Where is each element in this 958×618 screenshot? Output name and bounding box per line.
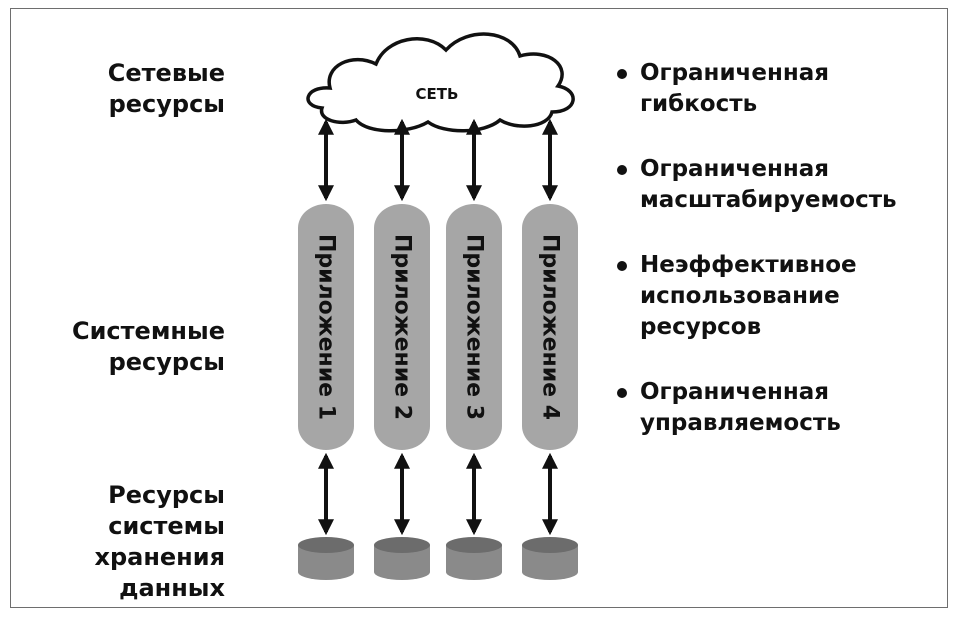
bullet-line: Ограниченная: [640, 60, 830, 86]
storage-resources-label-line: Ресурсы: [108, 481, 225, 509]
application-column: Приложение 2: [374, 118, 430, 580]
bullet-item: Ограниченная управляемость: [614, 377, 944, 439]
network-cloud: СЕТЬ: [306, 32, 575, 133]
storage-disk-icon: [298, 537, 354, 580]
system-resources-label: Системные ресурсы: [72, 316, 225, 378]
application-label: Приложение 1: [314, 234, 339, 420]
application-column: Приложение 3: [446, 118, 502, 580]
bullet-line: управляемость: [640, 410, 841, 436]
bullet-dot-icon: [617, 261, 627, 271]
application-box: [522, 204, 578, 450]
storage-resources-label-line: хранения: [94, 543, 225, 571]
bullet-item: Ограниченная масштабируемость: [614, 154, 944, 216]
storage-resources-label-line: данных: [119, 574, 225, 602]
network-resources-label-line: Сетевые: [107, 59, 225, 87]
bullet-dot-icon: [617, 165, 627, 175]
cloud-label: СЕТЬ: [416, 85, 459, 103]
bullet-line: Неэффективное: [640, 252, 857, 278]
application-label: Приложение 2: [390, 234, 415, 420]
application-box: [298, 204, 354, 450]
diagram-frame: [10, 8, 948, 608]
bullet-line: Ограниченная: [640, 156, 830, 182]
storage-disk-icon: [374, 537, 430, 580]
limitations-list: Ограниченная гибкость Ограниченная масшт…: [614, 58, 944, 473]
bullet-line: использование: [640, 283, 840, 309]
bullet-line: Ограниченная: [640, 379, 830, 405]
bullet-line: ресурсов: [640, 314, 762, 340]
storage-disk-icon: [522, 537, 578, 580]
system-resources-label-line: Системные: [71, 317, 225, 345]
application-column: Приложение 4: [522, 118, 578, 580]
application-box: [446, 204, 502, 450]
storage-disk-icon: [446, 537, 502, 580]
storage-resources-label: Ресурсы системы хранения данных: [94, 480, 225, 604]
network-resources-label-line: ресурсы: [108, 90, 225, 118]
network-resources-label: Сетевые ресурсы: [108, 58, 225, 120]
bullet-line: масштабируемость: [640, 187, 897, 213]
storage-resources-label-line: системы: [108, 512, 225, 540]
bullet-dot-icon: [617, 69, 627, 79]
application-column: Приложение 1: [298, 118, 354, 580]
bullet-line: гибкость: [640, 91, 758, 117]
application-label: Приложение 4: [538, 234, 563, 420]
application-label: Приложение 3: [462, 234, 487, 420]
application-box: [374, 204, 430, 450]
bullet-item: Неэффективное использование ресурсов: [614, 250, 944, 343]
bullet-dot-icon: [617, 388, 627, 398]
bullet-item: Ограниченная гибкость: [614, 58, 944, 120]
system-resources-label-line: ресурсы: [108, 348, 225, 376]
